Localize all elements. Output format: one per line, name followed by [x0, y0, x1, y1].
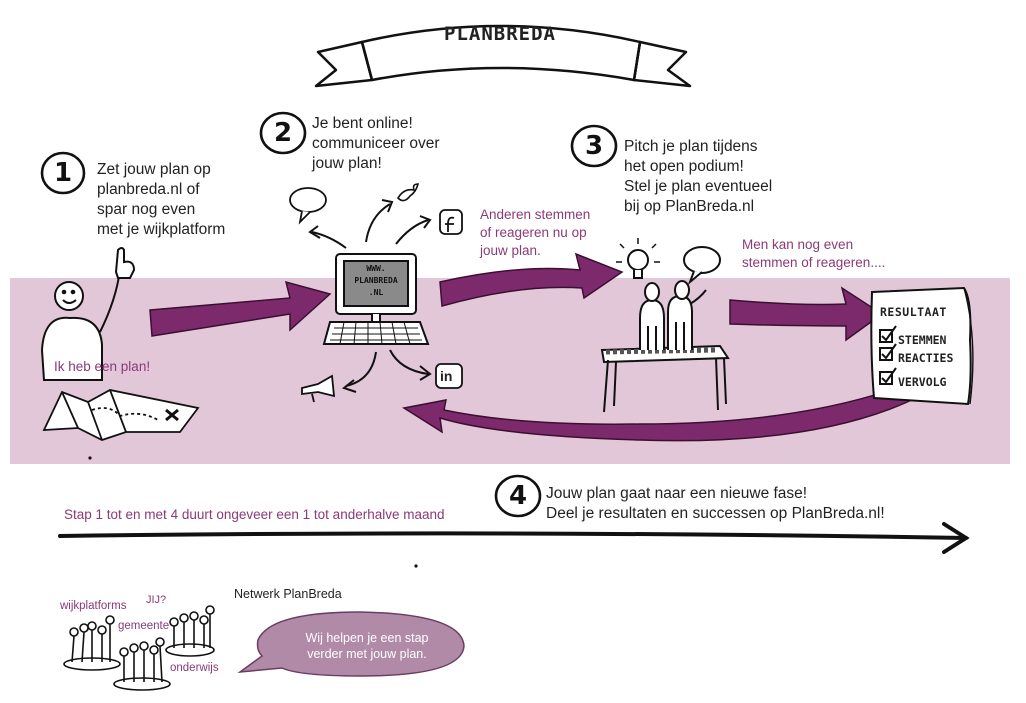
- dot-mark: [414, 564, 418, 568]
- speech-bubble-icon: [289, 187, 327, 225]
- facebook-icon: [439, 209, 463, 235]
- network-group-wijkplatforms: wijkplatforms: [60, 600, 127, 612]
- megaphone-icon: [301, 374, 336, 403]
- share-arrows: [308, 199, 432, 393]
- result-item-reactions: REACTIES: [898, 351, 954, 365]
- arrow-3-to-result: [729, 286, 884, 342]
- step-4-circle: [494, 474, 542, 518]
- network-speech-text: Wij helpen je een stap verder met jouw p…: [305, 631, 429, 661]
- step-3-number: 3: [584, 131, 604, 161]
- network-title: Netwerk PlanBreda: [234, 587, 342, 601]
- step-3-circle: [570, 124, 618, 168]
- arrow-1-to-2: [149, 280, 332, 337]
- podium-table: [600, 344, 730, 413]
- podium-speech-bubble: [683, 246, 721, 286]
- computer-icon: [322, 253, 430, 345]
- step-1-number: 1: [53, 158, 73, 188]
- network-speech-bubble: [237, 611, 465, 677]
- linkedin-icon: [435, 363, 463, 389]
- network-group-jij: JIJ?: [146, 594, 167, 606]
- arrow-result-back: [401, 383, 922, 442]
- bird-icon: [396, 183, 420, 202]
- step-4-text: Jouw plan gaat naar een nieuwe fase! Dee…: [546, 485, 885, 522]
- lightbulb-icon: [616, 238, 660, 279]
- step-1-circle: [40, 151, 86, 195]
- map-icon: [42, 389, 200, 441]
- step-3-text: Pitch je plan tijdens het open podium! S…: [624, 138, 773, 215]
- person-note: Ik heb een plan!: [54, 359, 151, 374]
- timeline-arrow: [58, 522, 970, 554]
- banner-title: PLANBREDA: [444, 23, 556, 45]
- step-4-number: 4: [508, 481, 528, 511]
- result-sheet: [870, 286, 974, 406]
- step-2-circle: [259, 111, 307, 155]
- network-group-gemeente: gemeente: [118, 620, 170, 632]
- linkedin-glyph: in: [440, 368, 453, 384]
- result-item-followup: VERVOLG: [898, 375, 947, 389]
- arrow-2-to-3: [439, 252, 624, 307]
- step-1-text: Zet jouw plan op planbreda.nl of spar no…: [97, 161, 226, 238]
- timeline-note: Stap 1 tot en met 4 duurt ongeveer een 1…: [64, 507, 445, 522]
- result-item-votes: STEMMEN: [898, 333, 947, 347]
- banner-scroll: [314, 24, 692, 88]
- presenters-figures: [639, 280, 707, 350]
- dot-mark: [88, 456, 92, 460]
- network-group-onderwijs: onderwijs: [170, 662, 219, 674]
- flow-arrows: [149, 252, 922, 442]
- person-figure: [40, 247, 136, 381]
- still-vote-note: Men kan nog even stemmen of reageren....: [742, 237, 886, 270]
- result-title: RESULTAAT: [880, 305, 947, 319]
- computer-screen-text: WWW. PLANBREDA .NL: [354, 264, 398, 297]
- others-vote-note: Anderen stemmen of reageren nu op jouw p…: [480, 207, 591, 258]
- step-2-number: 2: [273, 118, 293, 148]
- step-2-text: Je bent online! communiceer over jouw pl…: [312, 115, 440, 172]
- network-groups: [63, 605, 215, 691]
